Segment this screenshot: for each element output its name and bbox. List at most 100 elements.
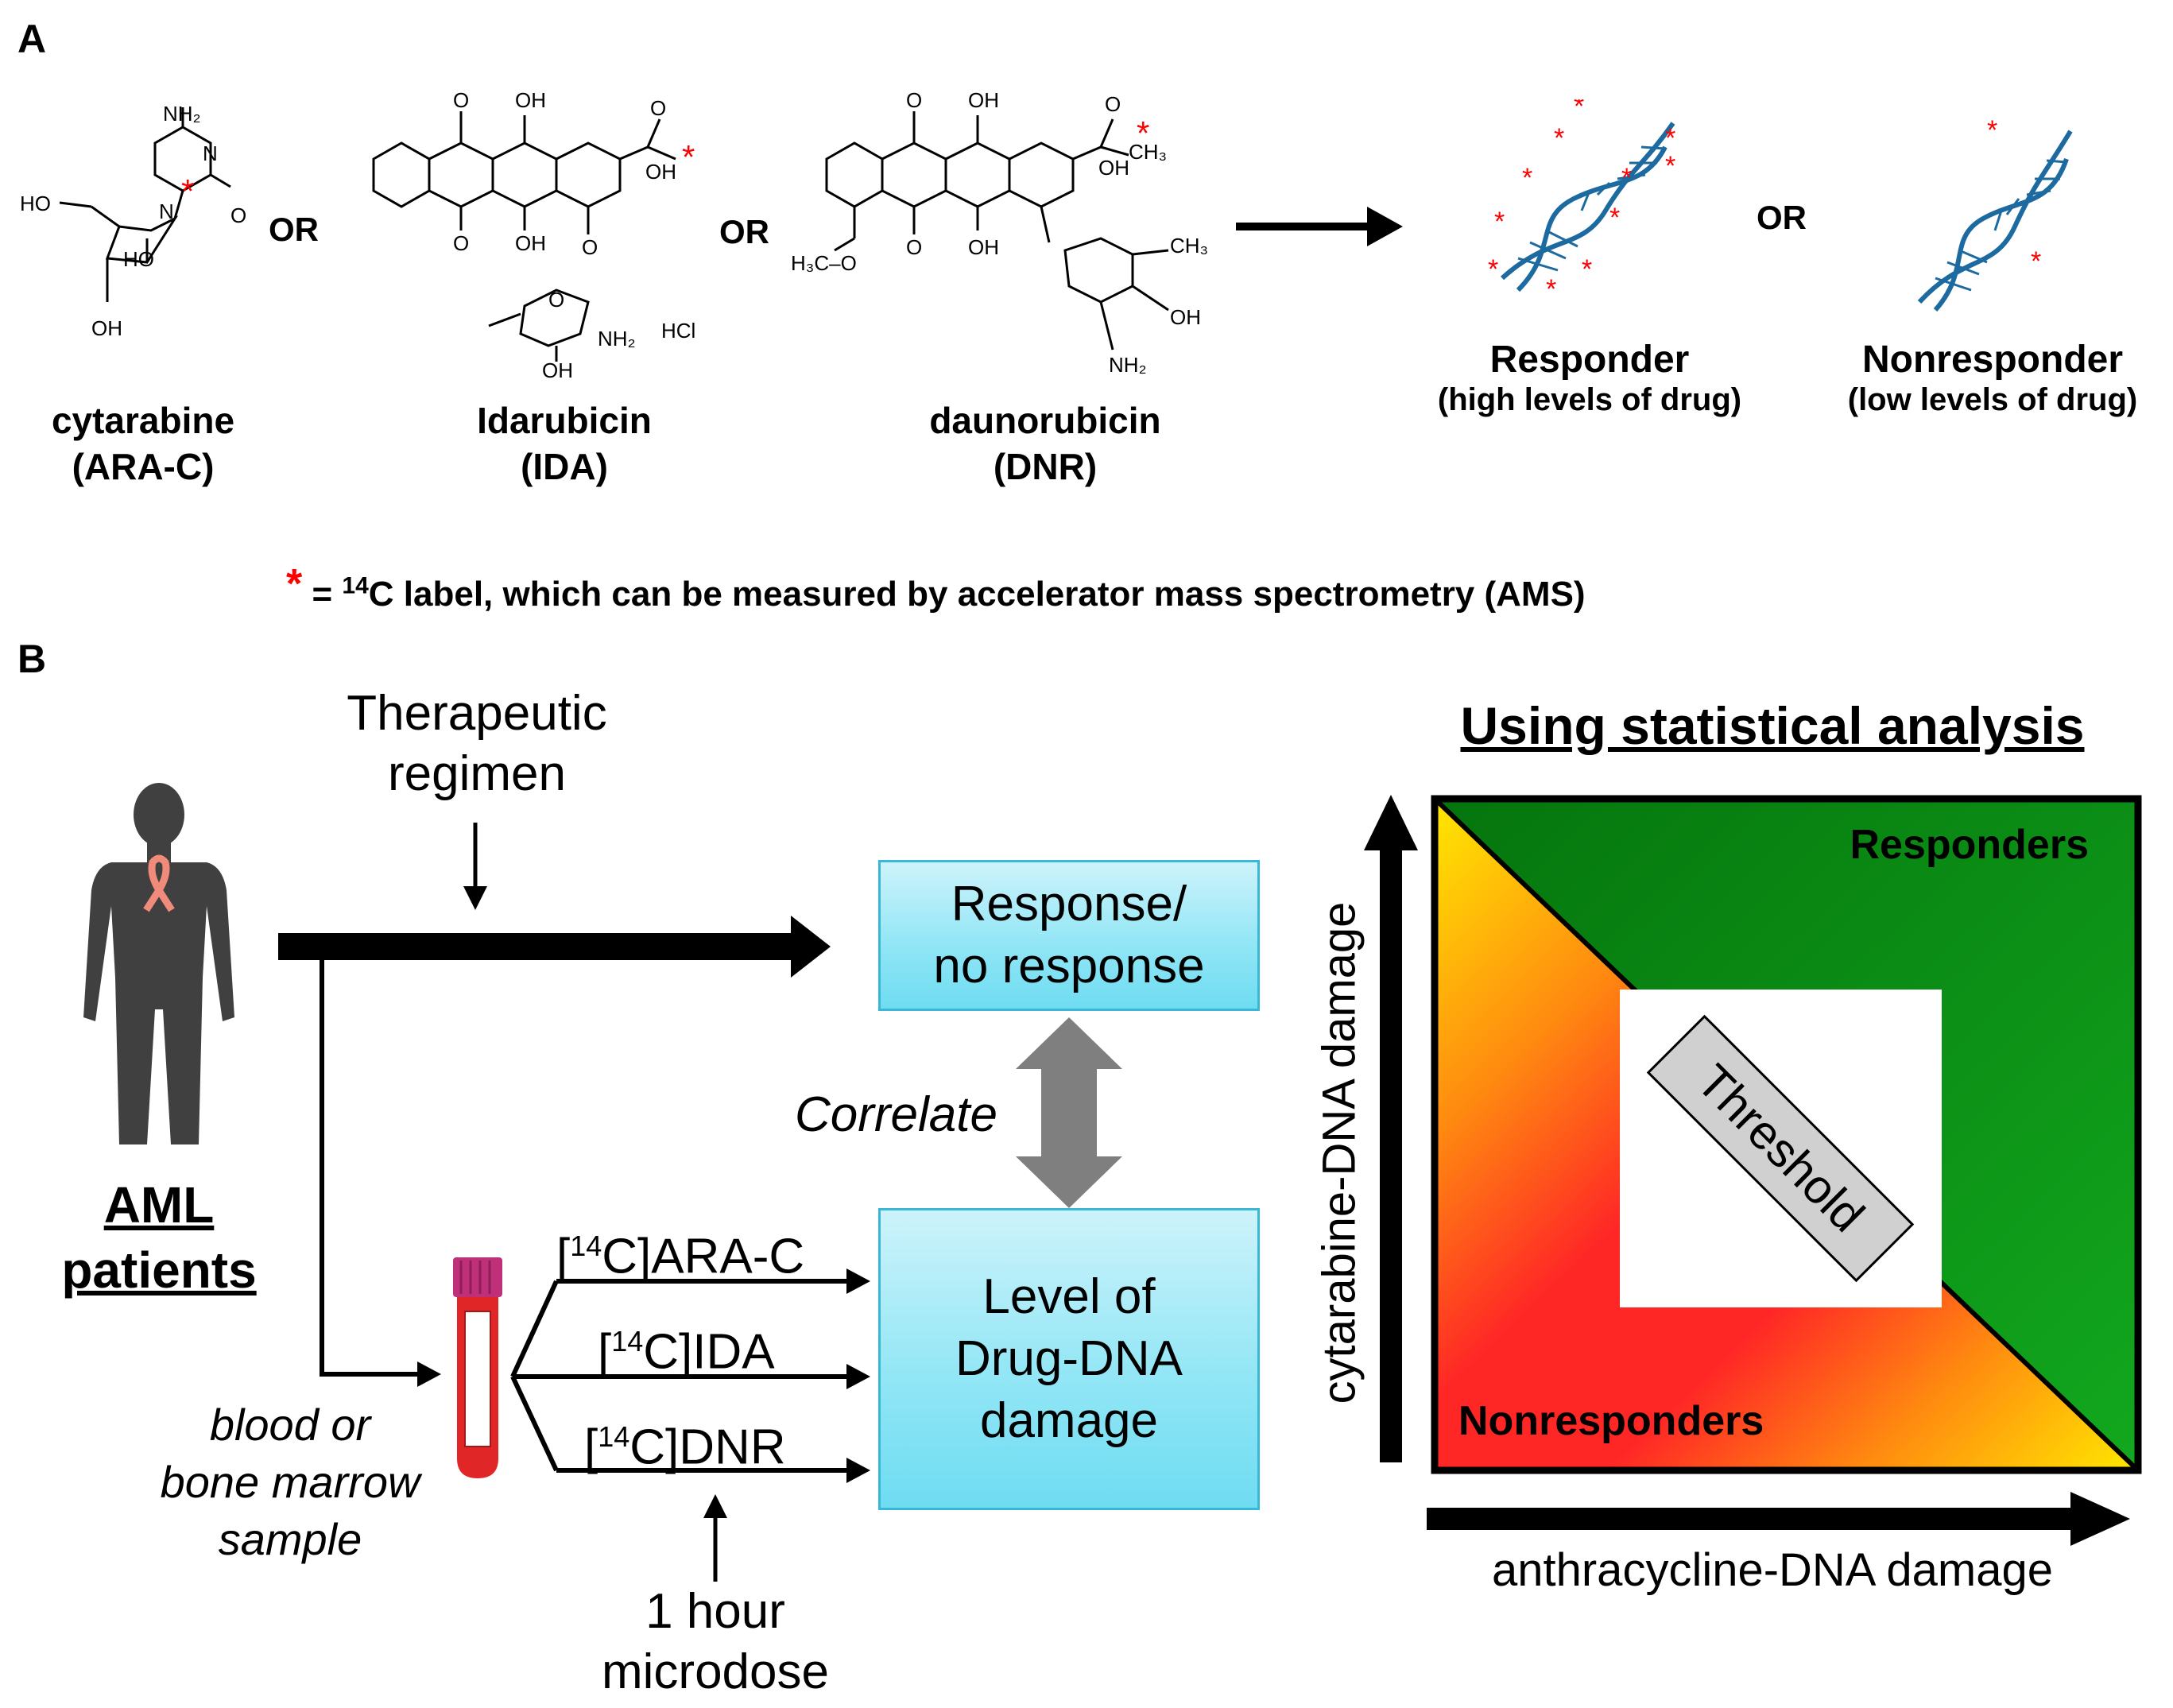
response-box: Response/ no response [878, 860, 1260, 1011]
daunorubicin-o2-label: O [1105, 92, 1121, 116]
label-star: * [2031, 246, 2041, 277]
drug-name-text: cytarabine [51, 400, 235, 441]
idarubicin-nh2-label: NH₂ [598, 327, 636, 351]
footnote-text: C label, which can be measured by accele… [368, 575, 1586, 614]
label-star: * [1987, 115, 1997, 145]
daunorubicin-oh3-label: OH [968, 235, 999, 259]
damage-line-1: Level of [982, 1269, 1156, 1324]
y-axis-label: cytarabine-DNA damage [1313, 901, 1365, 1404]
double-arrow-icon [1016, 1017, 1122, 1208]
daunorubicin-nh2-label: NH₂ [1109, 353, 1147, 377]
drug-abbr-text: (IDA) [521, 446, 608, 487]
label-text: C]ARA-C [602, 1229, 805, 1284]
microdose-label: 1 hour microdose [556, 1582, 874, 1702]
nonresponders-label: Nonresponders [1458, 1398, 1764, 1444]
x-axis-label: anthracycline-DNA damage [1491, 1544, 2054, 1596]
daunorubicin-ch3-label: CH₃ [1129, 140, 1167, 164]
drug-cytarabine: cytarabine (ARA-C) [24, 397, 262, 490]
label-star: * [1609, 203, 1620, 233]
label-star: * [1665, 123, 1675, 153]
blood-tube-icon [453, 1257, 502, 1478]
y-axis-arrow [1380, 827, 1402, 1462]
isotope-sup: 14 [570, 1230, 602, 1262]
label-star: * [1621, 163, 1632, 193]
sample-line-2: bone marrow [160, 1457, 420, 1507]
cytarabine-n1-label: N [159, 199, 174, 223]
idarubicin-sugar-ring [519, 289, 590, 347]
label-star: * [1488, 254, 1498, 285]
footnote-isotope: 14 [342, 572, 369, 599]
idarubicin-ring-4 [555, 141, 622, 208]
correlate-label: Correlate [795, 1087, 997, 1142]
x-axis-arrow [1427, 1508, 2094, 1530]
cytarabine-ho-label: HO [20, 192, 51, 215]
idarubicin-label-star: * [682, 138, 695, 176]
nonresponder-subtitle: (low levels of drug) [1847, 382, 2138, 417]
isotope-sup: 14 [611, 1325, 644, 1357]
or-label-2: OR [719, 213, 769, 250]
daunorubicin-oh2-label: OH [1098, 156, 1129, 180]
drug-daunorubicin: daunorubicin (DNR) [898, 397, 1192, 490]
threshold-label-box [1646, 1014, 1915, 1283]
label-star: * [1522, 163, 1532, 193]
drug-abbr-text: (ARA-C) [72, 446, 215, 487]
threshold-plot: Threshold Responders Nonresponders [1364, 795, 2142, 1546]
label-star: * [1546, 274, 1556, 304]
damage-line-3: damage [979, 1393, 1159, 1448]
daunorubicin-ch3b-label: CH₃ [1170, 234, 1208, 258]
idarubicin-oh2-label: OH [645, 160, 676, 184]
response-line-1: Response/ [951, 877, 1187, 931]
idarubicin-o-label: O [453, 88, 469, 112]
therapeutic-regimen-label: Therapeutic regimen [302, 684, 652, 804]
idarubicin-o2-label: O [650, 96, 666, 120]
daunorubicin-h3co-label: H₃C–O [791, 251, 857, 275]
label-star: * [1582, 254, 1592, 285]
responder-title: Responder [1489, 339, 1690, 381]
label-dnr: [14C]DNR [584, 1419, 786, 1475]
drug-name-text: Idarubicin [477, 400, 652, 441]
nonresponder-title: Nonresponder [1861, 339, 2124, 381]
footnote: * = 14C label, which can be measured by … [286, 561, 1586, 616]
stats-title: Using statistical analysis [1460, 696, 2085, 755]
daunorubicin-oh-label: OH [968, 88, 999, 112]
patients-line-1: AML [103, 1176, 215, 1234]
response-line-2: no response [933, 939, 1205, 993]
sample-line-3: sample [218, 1514, 362, 1564]
drug-idarubicin: Idarubicin (IDA) [445, 397, 684, 490]
idarubicin-oh3-label: OH [515, 231, 546, 255]
responder-subtitle: (high levels of drug) [1437, 382, 1742, 417]
drug-abbr-text: (DNR) [993, 446, 1098, 487]
label-ida: [14C]IDA [598, 1324, 775, 1380]
label-star: * [1494, 207, 1505, 237]
patients-line-2: patients [61, 1241, 257, 1299]
aml-patients-label: AML patients [32, 1172, 286, 1303]
daunorubicin-o-label: O [906, 88, 922, 112]
panel-b-label: B [17, 637, 47, 681]
daunorubicin-ring-4 [1008, 141, 1075, 208]
therapeutic-line-2: regimen [388, 746, 566, 801]
daunorubicin-oh4-label: OH [1170, 305, 1201, 329]
isotope-sup: 14 [598, 1420, 630, 1453]
label-star: * [1574, 99, 1584, 122]
chemical-structures: NH₂ N O N HO HO OH O OH O OH O OH O O NH… [20, 88, 1208, 382]
damage-box: Level of Drug-DNA damage [878, 1208, 1260, 1510]
sample-label: blood or bone marrow sample [135, 1396, 445, 1568]
damage-line-2: Drug-DNA [955, 1331, 1183, 1386]
microdose-line-2: microdose [602, 1644, 829, 1699]
responders-label: Responders [1850, 822, 2089, 868]
dna-helix-nonresponder-icon: * * [1917, 115, 2073, 312]
right-arrow-icon [1236, 207, 1403, 246]
label-star: * [1665, 151, 1675, 181]
footnote-prefix: = [312, 575, 343, 614]
daunorubicin-o3-label: O [906, 235, 922, 259]
cytarabine-ribose-ring [105, 215, 179, 264]
nonresponder-label: Nonresponder (low levels of drug) [1812, 338, 2173, 418]
cytarabine-o-label: O [230, 203, 246, 227]
or-label-3: OR [1757, 199, 1807, 236]
human-silhouette-icon [83, 783, 234, 1144]
idarubicin-o3-label: O [453, 231, 469, 255]
ribbon-icon [143, 854, 175, 912]
dna-helix-responder-icon: * * * * * * * * * * * [1488, 99, 1675, 304]
label-text: C]DNR [629, 1419, 786, 1475]
